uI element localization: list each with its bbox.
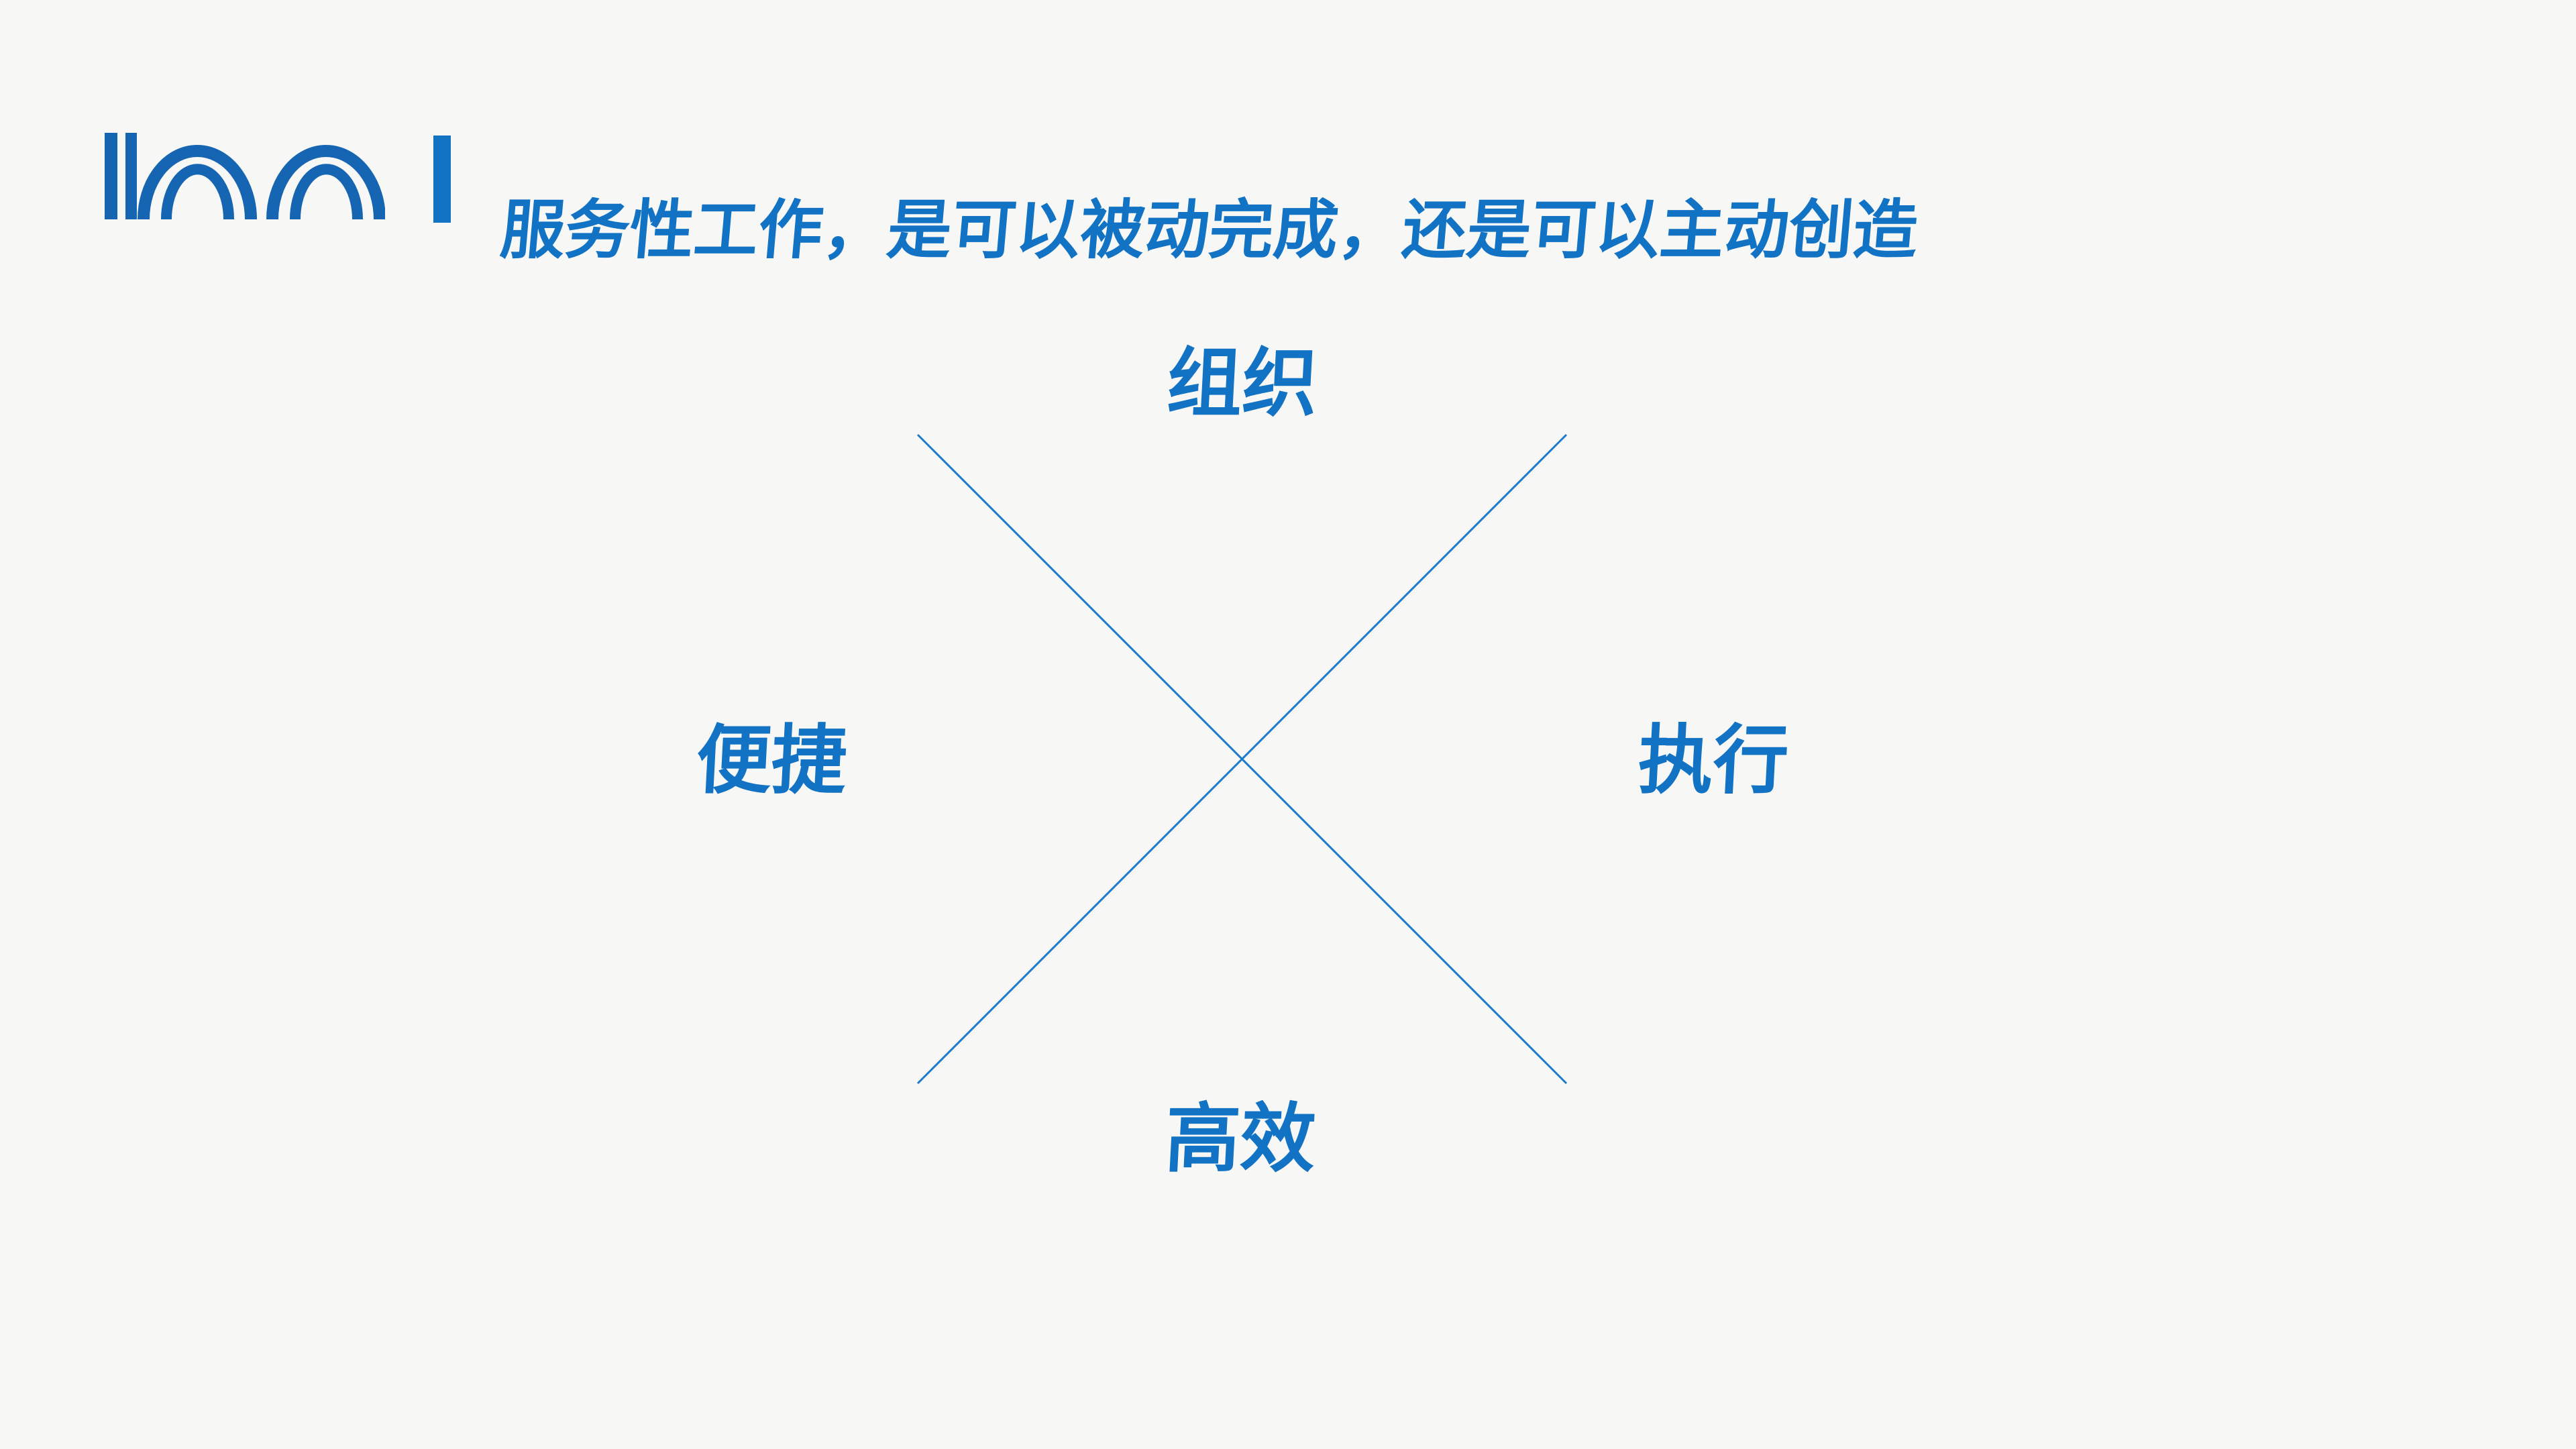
logo-arch-2-inner bbox=[290, 164, 363, 219]
title-divider-bar bbox=[433, 136, 451, 223]
logo-bar-1 bbox=[105, 133, 117, 219]
axis-label-right: 执行 bbox=[1635, 718, 1791, 802]
logo-arch-1-outer bbox=[138, 145, 257, 219]
logo-bar-2 bbox=[125, 133, 137, 219]
slide-title: 服务性工作，是可以被动完成，还是可以主动创造 bbox=[498, 195, 1921, 267]
diagonal-line-trbl bbox=[916, 433, 1568, 1085]
company-logo-icon bbox=[105, 133, 385, 219]
x-cross-diagram bbox=[916, 433, 1568, 1085]
axis-label-left: 便捷 bbox=[694, 718, 849, 802]
logo-arch-2-outer bbox=[266, 145, 385, 219]
axis-label-bottom: 高效 bbox=[1163, 1097, 1318, 1181]
logo-arch-1-inner bbox=[161, 164, 234, 219]
axis-label-top: 组织 bbox=[1165, 341, 1320, 425]
